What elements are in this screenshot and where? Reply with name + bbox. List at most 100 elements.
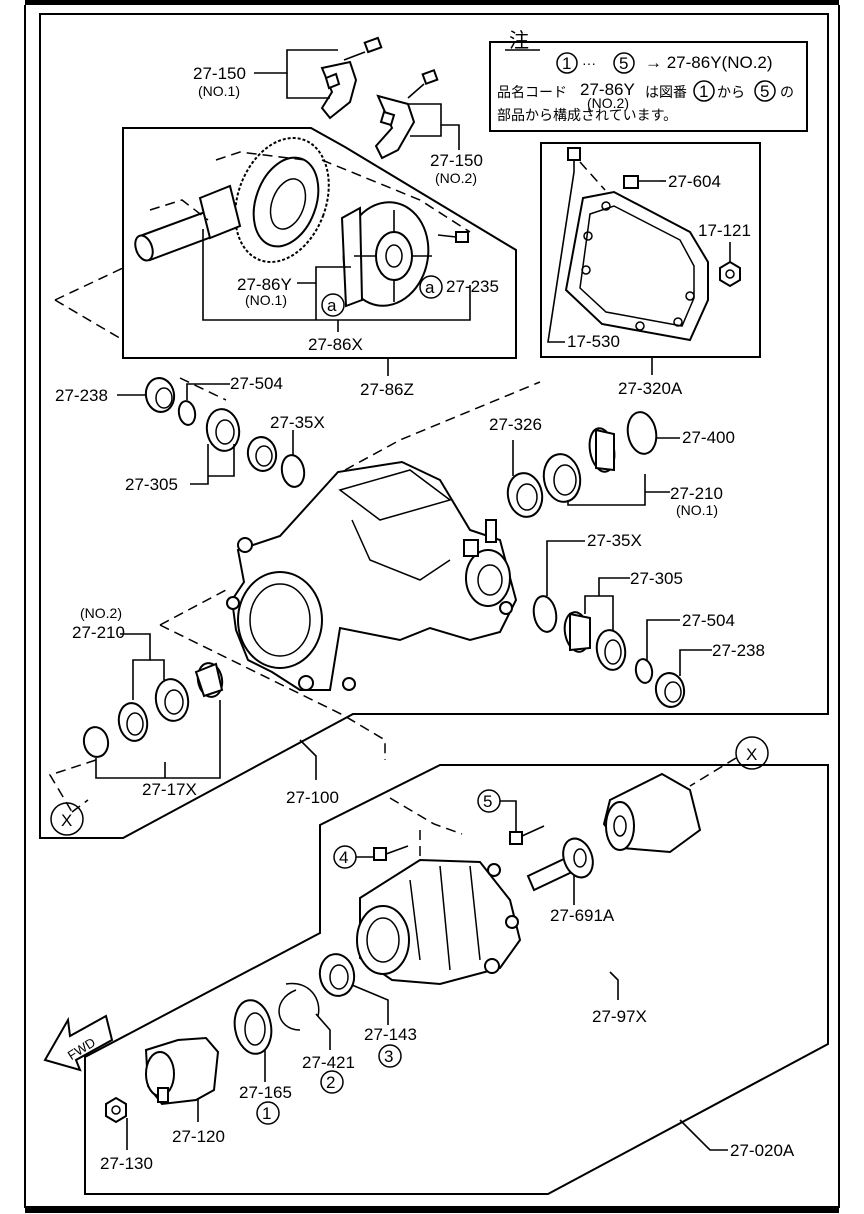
marker-a-left: a [327, 296, 337, 315]
bearing-icon [117, 702, 149, 742]
bearing-icon [194, 662, 224, 698]
cover-plate-icon [564, 190, 709, 342]
oil-seal-icon [144, 377, 176, 413]
label-27-305-right: 27-305 [630, 569, 683, 588]
label-27-97x: 27-97X [592, 1007, 647, 1026]
note-circ-5: 5 [619, 54, 628, 73]
bearing-icon [563, 611, 591, 653]
diff-unit-box [122, 127, 517, 359]
note-dots: ··· [582, 55, 596, 71]
top-rule [25, 0, 839, 5]
shim-icon [233, 999, 273, 1055]
carrier-housing-icon [356, 858, 522, 986]
marker-5: 5 [483, 792, 492, 811]
label-27-86x: 27-86X [308, 335, 363, 354]
marker-x-right: X [746, 745, 757, 764]
label-27-35x-left: 27-35X [270, 413, 325, 432]
bolt-icon [509, 825, 545, 845]
nut-icon [105, 1096, 127, 1124]
label-27-210-no1-sub: (NO.1) [676, 502, 718, 518]
label-27-86z: 27-86Z [360, 380, 414, 399]
note-title: 注 [509, 29, 529, 52]
label-27-150-no1: 27-150 [193, 64, 246, 83]
outer-frame [24, 5, 840, 1208]
oil-seal-icon [506, 472, 544, 518]
label-27-86y-no1-sub: (NO.1) [245, 292, 287, 308]
label-27-238-right: 27-238 [712, 641, 765, 660]
marker-1: 1 [262, 1104, 271, 1123]
bearing-icon [246, 436, 278, 472]
label-27-326: 27-326 [489, 415, 542, 434]
note-box [489, 41, 808, 132]
nut-icon [719, 260, 741, 288]
bearing-icon [595, 629, 627, 671]
shim-icon [280, 454, 306, 488]
differential-case-icon [340, 201, 432, 308]
bolt-icon [373, 845, 409, 861]
carrier-housing-icon [226, 460, 518, 691]
label-27-691a: 27-691A [550, 906, 615, 925]
bolt-icon [623, 175, 660, 189]
label-27-100: 27-100 [286, 788, 339, 807]
label-27-235: 27-235 [446, 277, 499, 296]
shim-icon [177, 400, 197, 426]
label-27-120: 27-120 [172, 1127, 225, 1146]
note-line3: 部品から構成されています。 [497, 107, 677, 123]
label-27-604: 27-604 [668, 172, 721, 191]
bottom-rule [25, 1207, 839, 1213]
label-17-121: 17-121 [698, 221, 751, 240]
label-27-130: 27-130 [100, 1154, 153, 1173]
marker-4: 4 [339, 848, 348, 867]
bolt-icon [567, 147, 581, 172]
label-27-143: 27-143 [364, 1025, 417, 1044]
oil-seal-icon [654, 672, 686, 708]
label-27-150-no2: 27-150 [430, 151, 483, 170]
note-line2-code-sub: (NO.2) [587, 95, 629, 111]
marker-2: 2 [326, 1073, 335, 1092]
note-line2-prefix: 品名コード [497, 84, 567, 100]
note-line2-circ-5: 5 [760, 82, 769, 101]
note-circ-1: 1 [562, 54, 571, 73]
bolt-icon [343, 36, 383, 61]
pinion-shaft-icon [602, 772, 702, 854]
label-27-421: 27-421 [302, 1053, 355, 1072]
label-27-320a: 27-320A [618, 379, 683, 398]
label-27-165: 27-165 [239, 1083, 292, 1102]
note-line2-circ-1: 1 [699, 82, 708, 101]
label-17-530: 17-530 [567, 332, 620, 351]
bearing-icon [318, 953, 356, 997]
marker-a-right: a [425, 278, 435, 297]
shim-icon [532, 595, 558, 633]
bearing-cap-no1 [320, 60, 358, 120]
pinion-shaft-icon [134, 184, 242, 262]
lower-assembly-frame [84, 764, 829, 1195]
label-27-210-no1: 27-210 [670, 484, 723, 503]
label-27-86y-no1: 27-86Y [237, 275, 292, 294]
label-27-504-right: 27-504 [682, 611, 735, 630]
label-27-400: 27-400 [682, 428, 735, 447]
label-27-35x-right: 27-35X [587, 531, 642, 550]
fwd-arrow-icon: FWD [43, 1014, 114, 1072]
upper-assembly-frame [39, 13, 829, 839]
bearing-icon [154, 678, 190, 722]
bolt-icon [407, 68, 439, 99]
oil-seal-icon [82, 726, 110, 758]
note-line2-kara: から [717, 84, 745, 100]
marker-3: 3 [384, 1047, 393, 1066]
note-line2-no: の [780, 84, 794, 100]
label-27-238-left: 27-238 [55, 386, 108, 405]
label-27-210-no2-sub: (NO.2) [80, 605, 122, 621]
shim-icon [634, 658, 654, 684]
rear-cover-box [540, 142, 761, 358]
label-27-17x: 27-17X [142, 780, 197, 799]
bolt-icon [437, 231, 469, 243]
shim-icon [626, 411, 658, 455]
note-line2-code: 27-86Y [580, 80, 635, 99]
note-line2-mid: は図番 [645, 84, 687, 100]
pinion-shaft-icon [526, 837, 594, 892]
label-27-504-left: 27-504 [230, 374, 283, 393]
label-27-020a: 27-020A [730, 1141, 795, 1160]
snap-ring-icon [278, 989, 301, 1031]
label-27-210-no2: 27-210 [72, 623, 125, 642]
